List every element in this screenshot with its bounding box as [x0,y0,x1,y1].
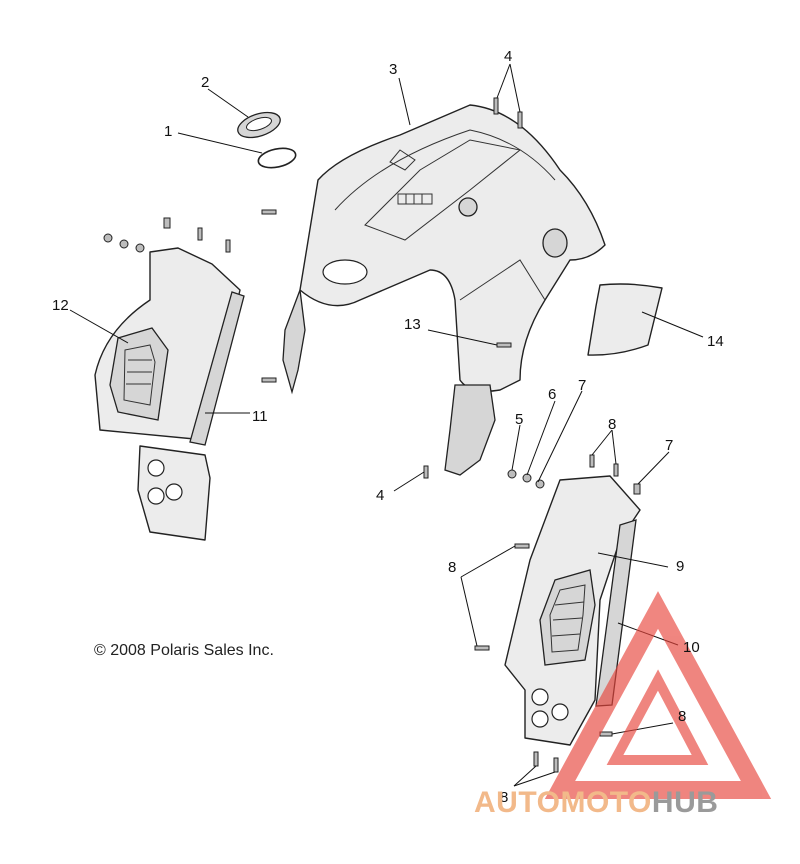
left-lower-plate [137,445,211,541]
callout-2: 2 [201,74,210,91]
watermark-logo [544,591,772,799]
callout-5: 5 [515,411,524,428]
copyright-text: © 2008 Polaris Sales Inc. [94,642,274,659]
watermark-text: AUTOMOTOHUB [474,786,718,820]
callout-4-top: 4 [504,48,513,65]
part-14-decal [587,283,663,356]
watermark-text-hub: HUB [651,786,719,819]
part-1-o-ring [257,147,297,169]
callout-6: 6 [548,386,557,403]
callout-9: 9 [676,558,685,575]
callout-3: 3 [389,61,398,78]
callout-8-right: 8 [678,708,687,725]
callout-7-upper: 7 [578,377,587,394]
callout-8-bottom: 8 [500,789,509,806]
callout-7-right: 7 [665,437,674,454]
part-2-bezel-ring [237,111,281,139]
callout-8-upper: 8 [608,416,617,433]
part-11-left-inner-liner [189,291,245,446]
fasteners [103,97,641,773]
callout-11: 11 [252,408,268,425]
callout-1: 1 [164,123,173,140]
callout-8-left: 8 [448,559,457,576]
callout-13: 13 [404,316,421,333]
callout-14: 14 [707,333,724,350]
callout-12: 12 [52,297,69,314]
part-9-right-side-panel [504,475,641,746]
callout-4-lower: 4 [376,487,385,504]
callout-10: 10 [683,639,700,656]
leader-lines [69,63,704,787]
part-3-hood-console [282,104,606,476]
watermark-text-automoto: AUTOMOTO [474,786,652,819]
